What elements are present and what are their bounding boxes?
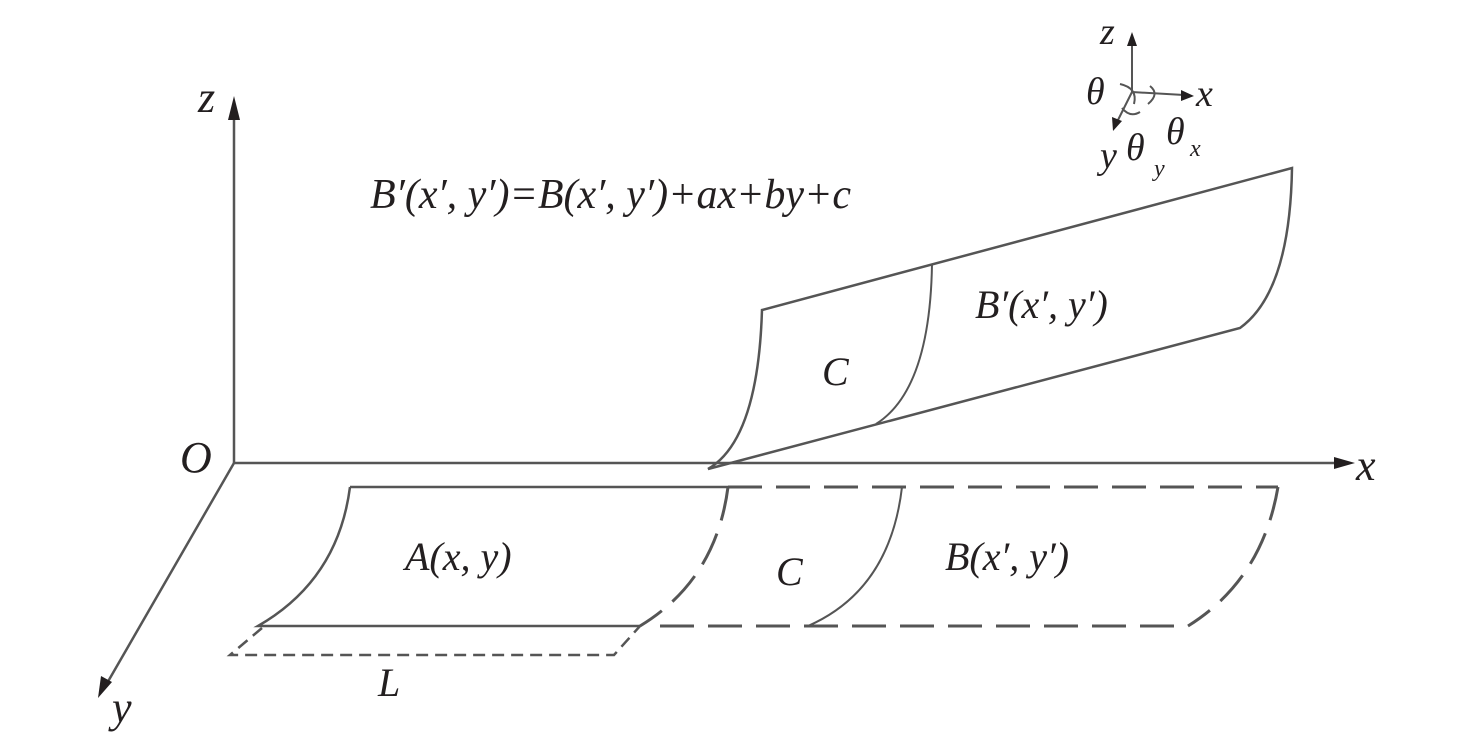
surface-a-outline: [253, 485, 728, 628]
mini-rotation-arc-z: [1119, 83, 1136, 105]
mini-z-arrowhead: [1127, 32, 1137, 46]
mini-theta-x-subscript: x: [1189, 136, 1201, 162]
surface-a-label: A(x, y): [402, 534, 512, 579]
y-axis-line: [104, 462, 236, 686]
length-line-dashed: [226, 625, 641, 657]
length-label: L: [377, 660, 400, 705]
z-axis-arrowhead: [228, 96, 240, 120]
mini-rotation-arc-x: [1147, 85, 1156, 105]
mini-x-axis-line: [1131, 91, 1185, 96]
surface-b-label: B(x′, y′): [945, 534, 1069, 579]
mini-theta-y-subscript: y: [1152, 156, 1165, 182]
main-axes: [98, 96, 1355, 698]
x-axis-label: x: [1355, 441, 1376, 490]
surface-b: [639, 485, 1280, 628]
mini-y-label: y: [1096, 135, 1117, 177]
mini-x-label: x: [1195, 73, 1213, 115]
mini-y-arrowhead: [1112, 117, 1122, 131]
surface-a: [253, 485, 728, 628]
overlap-right-edge: [807, 486, 903, 627]
surface-b-prime-label: B′(x′, y′): [975, 282, 1108, 327]
overlap-lower-label: C: [776, 549, 804, 594]
surface-b-prime-outline: [707, 166, 1294, 471]
surface-b-prime: [707, 166, 1294, 471]
y-axis-arrowhead: [98, 676, 112, 698]
mini-theta-x-label: θ: [1166, 111, 1185, 153]
mini-y-axis-line: [1117, 91, 1133, 121]
mini-z-label: z: [1099, 11, 1115, 53]
y-axis-label: y: [108, 683, 132, 732]
x-axis-arrowhead: [1334, 457, 1355, 469]
mini-rotation-arc-y: [1121, 107, 1141, 116]
mini-theta-y-label: θ: [1126, 127, 1145, 169]
overlap-upper-edge: [875, 263, 933, 425]
origin-label: O: [180, 433, 212, 482]
overlap-upper-label: C: [822, 349, 850, 394]
z-axis-label: z: [197, 73, 215, 122]
transform-equation: B′(x′, y′)=B(x′, y′)+ax+by+c: [370, 172, 851, 218]
mini-theta-label: θ: [1086, 71, 1105, 113]
mini-axes: [1112, 32, 1194, 131]
overlap-left-edge-dashed: [639, 486, 730, 628]
surface-b-right-edge-dashed: [1187, 486, 1280, 628]
mini-x-arrowhead: [1181, 90, 1194, 101]
